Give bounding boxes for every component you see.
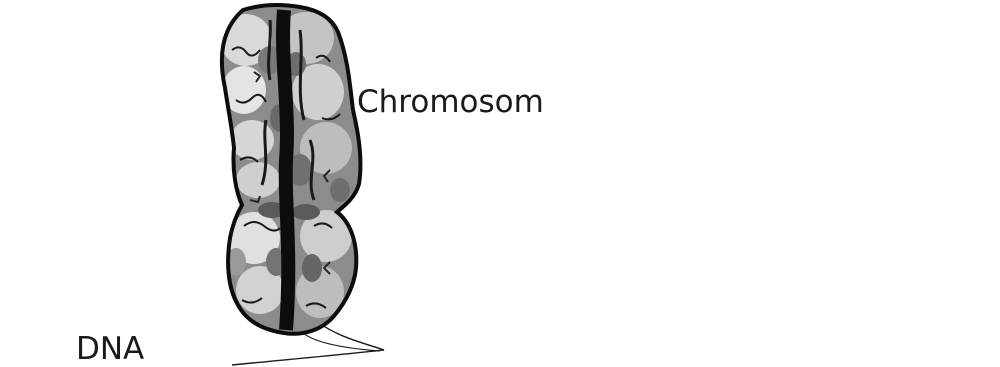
dna-strand-line-inner xyxy=(300,330,380,351)
dna-label: DNA xyxy=(76,334,144,365)
chromosome-label: Chromosom xyxy=(357,87,544,118)
